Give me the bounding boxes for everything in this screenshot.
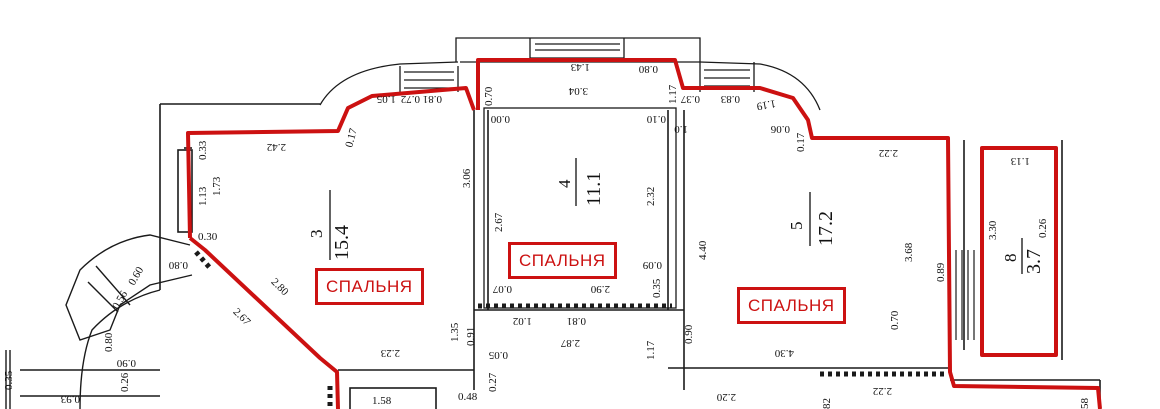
- dim-1-02: 1.02: [513, 315, 532, 327]
- dim-4-30: 4.30: [774, 347, 794, 359]
- dim-0-83: 0.83: [720, 93, 740, 105]
- stair-lines: [955, 250, 975, 340]
- dim-0-27: 0.27: [487, 372, 499, 392]
- dim-82: 82: [821, 398, 833, 409]
- dimension-labels: 1.05 0.72 0.81 0.70 1.17 1.43 3.04 0.80 …: [3, 61, 1091, 409]
- dim-0-48: 0.48: [458, 391, 478, 403]
- dim-3-06: 3.06: [461, 168, 473, 188]
- dim-1-13-b: 1.13: [1010, 155, 1030, 167]
- room-3-area: 15.4: [331, 225, 353, 260]
- dim-1-13: 1.13: [197, 186, 209, 206]
- dim-2-22: 2.22: [879, 147, 898, 159]
- dim-1-05: 1.05: [376, 93, 396, 105]
- dim-0-17-b: 0.17: [795, 132, 807, 152]
- dim-0-90-b: 0.90: [116, 357, 136, 369]
- dim-0-37: 0.37: [680, 93, 700, 105]
- room-outlines: [186, 58, 1102, 409]
- dim-0-17: 0.17: [343, 127, 360, 149]
- dim-2-42: 2.42: [267, 141, 286, 153]
- dim-2-22-b: 2.22: [873, 385, 892, 397]
- dim-2-80: 2.80: [269, 276, 291, 298]
- walls: [159, 103, 1101, 409]
- dim-0-30: 0.30: [198, 231, 218, 243]
- dim-2-23: 2.23: [380, 347, 400, 359]
- room-3-diagonal: [188, 236, 340, 409]
- dim-0-81: 0.81: [423, 93, 442, 105]
- room-8-area-group: 8 3.7: [1001, 238, 1045, 274]
- dim-0-89: 0.89: [935, 262, 947, 282]
- dim-3-04: 3.04: [568, 85, 588, 97]
- dim-0-93: 0.93: [60, 393, 80, 405]
- room-4-number: 4: [555, 179, 574, 188]
- dim-0-80: 0.80: [638, 63, 658, 75]
- dim-0-35: 0.35: [651, 278, 663, 298]
- left-bay: [5, 234, 193, 409]
- room-5-label: СПАЛЬНЯ: [737, 287, 846, 324]
- dim-0-10: 0.10: [646, 113, 666, 125]
- dim-0-81-b: 0.81: [567, 315, 586, 327]
- dim-0-35-b: 0.35: [3, 370, 15, 390]
- room-5-area-group: 5 17.2: [787, 192, 837, 246]
- dim-3-30: 3.30: [987, 220, 999, 240]
- room-8-area: 3.7: [1023, 249, 1045, 274]
- dim-2-32: 2.32: [645, 187, 657, 206]
- room-3-label: СПАЛЬНЯ: [315, 268, 424, 305]
- dim-0-72: 0.72: [401, 93, 420, 105]
- dim-58: 58: [1079, 398, 1091, 409]
- dim-0-07: 0.07: [492, 283, 512, 295]
- dim-0-90: 0.90: [683, 324, 695, 344]
- dim-2-67-b: 2.67: [231, 306, 253, 328]
- dim-0-09: 0.09: [642, 259, 662, 271]
- dim-1-58: 1.58: [372, 395, 392, 407]
- dim-0-00: 0.00: [490, 113, 510, 125]
- dim-0-91: 0.91: [465, 327, 477, 346]
- dim-1-35: 1.35: [449, 322, 461, 342]
- dim-2-67: 2.67: [493, 212, 505, 232]
- room-8-number: 8: [1001, 254, 1020, 263]
- dim-0-06: 0.06: [770, 123, 790, 135]
- dim-1-17-b: 1.17: [645, 340, 657, 360]
- dim-2-90: 2.90: [590, 283, 610, 295]
- dim-1-43: 1.43: [570, 61, 590, 73]
- dim-0-70: 0.70: [483, 86, 495, 106]
- dim-2-87: 2.87: [560, 337, 580, 349]
- dim-1-73: 1.73: [211, 176, 223, 196]
- room-3-outline: [186, 86, 476, 239]
- dim-0-60: 0.60: [126, 264, 146, 287]
- dim-4-40: 4.40: [697, 240, 709, 260]
- dim-1-17: 1.17: [667, 84, 679, 104]
- dim-0-80-b: 0.80: [168, 259, 188, 271]
- dim-0-26-b: 0.26: [119, 372, 131, 392]
- room-4-outline: [476, 58, 1102, 409]
- dim-0-70-b: 0.70: [889, 310, 901, 330]
- room-4-label: СПАЛЬНЯ: [508, 242, 617, 279]
- dim-2-20: 2.20: [716, 391, 736, 403]
- dim-1-0: 1.0: [674, 123, 688, 135]
- room-3-area-group: 3 15.4: [307, 190, 353, 260]
- dim-0-05: 0.05: [488, 349, 508, 361]
- dim-1-19: 1.19: [755, 97, 777, 112]
- room-4-area-group: 4 11.1: [555, 158, 605, 206]
- room-8-outline: [980, 146, 1058, 357]
- dim-0-80-c: 0.80: [103, 332, 115, 352]
- dim-0-26: 0.26: [1037, 218, 1049, 238]
- checker-walls: [194, 250, 946, 409]
- dim-0-33: 0.33: [197, 140, 209, 160]
- room-4-frame: [483, 107, 677, 309]
- room-4-area: 11.1: [583, 172, 605, 206]
- room-3-number: 3: [307, 230, 326, 239]
- room-5-area: 17.2: [815, 211, 837, 246]
- dim-3-68: 3.68: [903, 242, 915, 262]
- room-5-number: 5: [787, 222, 806, 231]
